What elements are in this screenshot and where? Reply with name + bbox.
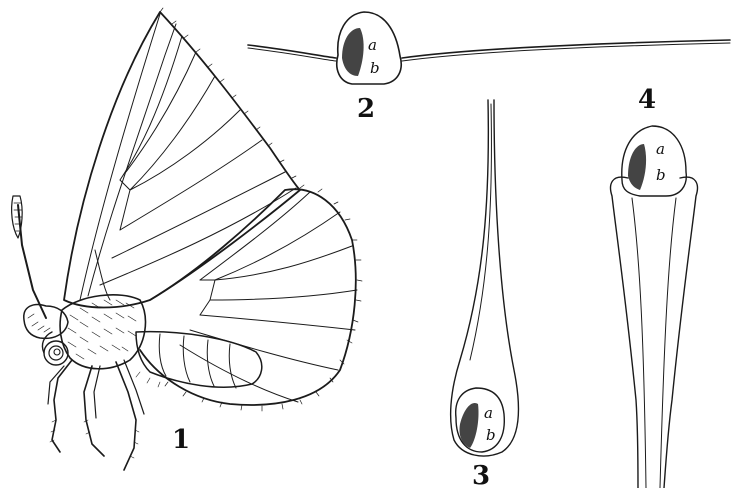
letter-b: b	[370, 59, 380, 77]
letter-a: a	[484, 404, 493, 422]
figure-3-label: 3	[472, 461, 490, 488]
letter-a: a	[656, 140, 665, 158]
thorax	[60, 295, 145, 369]
legs	[48, 360, 144, 470]
figure-4-label: 4	[638, 85, 656, 115]
letter-b: b	[656, 166, 666, 184]
scale-section-figure-3: a b 3	[451, 100, 519, 488]
forewing	[64, 8, 300, 308]
letter-a: a	[368, 36, 377, 54]
scale-section-figure-4: a b 4	[611, 85, 698, 488]
figure-2-label: 2	[357, 94, 375, 124]
hindwing	[140, 185, 362, 411]
wing-section-figure-2: a b 2	[248, 12, 730, 124]
butterfly-figure: 1	[12, 8, 362, 470]
figure-1-label: 1	[172, 425, 190, 455]
letter-b: b	[486, 426, 496, 444]
antenna	[12, 196, 46, 318]
shading-mark	[628, 144, 646, 190]
shading-mark	[342, 28, 364, 76]
